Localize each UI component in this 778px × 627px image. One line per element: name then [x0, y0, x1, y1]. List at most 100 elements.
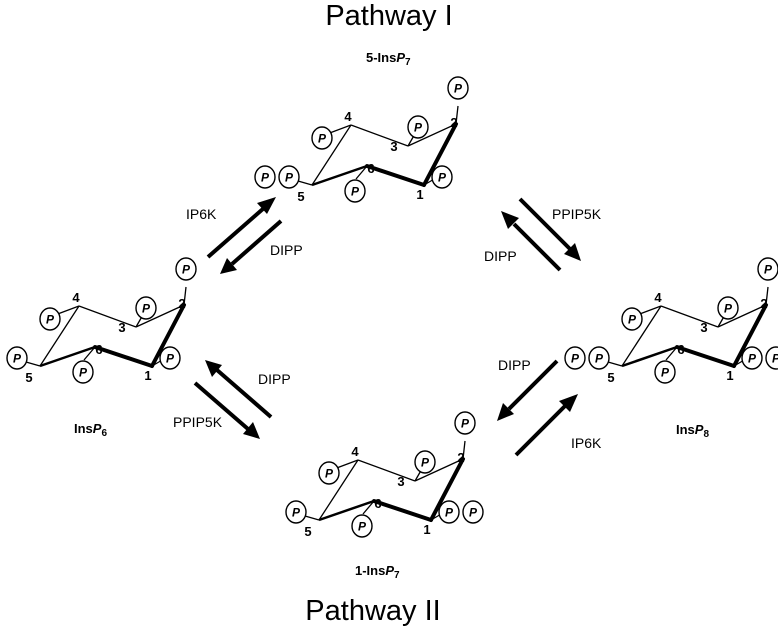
ring-bond-1-2 [422, 122, 458, 187]
phosphate-2: P [757, 257, 778, 281]
phosphate-1: P [431, 165, 453, 189]
molecule-insp8: 123456PPPPPPPP [564, 257, 778, 385]
ring-position-6: 6 [374, 496, 381, 511]
phosphate-6: P [351, 514, 373, 538]
ring-bond-3-2 [407, 123, 457, 147]
ring-position-6: 6 [367, 161, 374, 176]
ring-position-5: 5 [607, 370, 614, 385]
label-insp8: InsP8 [676, 422, 709, 440]
phosphate-3: P [414, 450, 436, 474]
ring-position-3: 3 [397, 474, 404, 489]
phosphate-bond-5 [304, 515, 320, 521]
ring-position-4: 4 [72, 290, 80, 305]
ring-bond-4-3 [350, 124, 409, 147]
ring-bond-6-1 [372, 499, 433, 522]
phosphate-bond-2 [455, 105, 459, 125]
ring-bond-5-6 [621, 345, 678, 368]
ring-bond-5-4 [621, 305, 662, 367]
svg-text:P: P [661, 366, 670, 380]
ring-position-6: 6 [95, 342, 102, 357]
svg-text:P: P [325, 467, 334, 481]
ring-bond-5-4 [318, 459, 359, 521]
phosphate-bond-6 [665, 346, 678, 361]
ring-bond-4-3 [660, 305, 719, 328]
arrow-insp6-to-5-insp7 [206, 197, 276, 259]
ring-bond-5-4 [311, 124, 352, 186]
ring-position-1: 1 [144, 368, 151, 383]
diphosphate-5: P [564, 346, 586, 370]
svg-text:P: P [469, 506, 478, 520]
ring-position-3: 3 [700, 320, 707, 335]
phosphate-5: P [6, 346, 28, 370]
ring-bond-1-2 [150, 303, 186, 368]
ring-position-4: 4 [351, 444, 359, 459]
phosphate-5: P [278, 165, 300, 189]
svg-text:P: P [318, 132, 327, 146]
ring-bond-6-1 [675, 345, 736, 368]
ring-position-2: 2 [178, 296, 185, 311]
ring-position-4: 4 [654, 290, 662, 305]
diphosphate-1: P [765, 346, 778, 370]
pathway-ii-title: Pathway II [305, 595, 440, 627]
ring-position-5: 5 [25, 370, 32, 385]
label-5-insp7: 5-InsP7 [366, 50, 411, 68]
svg-text:P: P [351, 185, 360, 199]
ring-position-4: 4 [344, 109, 352, 124]
diphosphate-5: P [254, 165, 276, 189]
enzyme-ip6k-lower-right: IP6K [571, 435, 602, 451]
ring-bond-5-6 [318, 499, 375, 522]
phosphate-6: P [72, 360, 94, 384]
svg-text:P: P [414, 121, 423, 135]
svg-text:P: P [454, 82, 463, 96]
phosphate-6: P [654, 360, 676, 384]
svg-text:P: P [13, 352, 22, 366]
phosphate-bond-2 [462, 440, 466, 460]
ring-position-1: 1 [423, 522, 430, 537]
phosphate-bond-5 [297, 180, 313, 186]
svg-text:P: P [595, 352, 604, 366]
phosphate-6: P [344, 179, 366, 203]
svg-text:P: P [285, 171, 294, 185]
enzyme-dipp-upper-right: DIPP [484, 248, 517, 264]
svg-text:P: P [461, 417, 470, 431]
svg-text:P: P [764, 263, 773, 277]
phosphate-2: P [454, 411, 476, 435]
label-1-insp7: 1-InsP7 [355, 563, 400, 581]
ring-bond-6-1 [93, 345, 154, 368]
phosphate-bond-6 [83, 346, 96, 361]
phosphate-5: P [285, 500, 307, 524]
arrow-insp8-to-5-insp7 [501, 211, 562, 272]
arrow-insp8-to-1-insp7 [497, 359, 559, 421]
enzyme-ppip5k-lower-left: PPIP5K [173, 414, 223, 430]
enzyme-dipp-upper-left: DIPP [270, 242, 303, 258]
svg-text:P: P [748, 352, 757, 366]
svg-text:P: P [438, 171, 447, 185]
ring-position-6: 6 [677, 342, 684, 357]
enzyme-dipp-lower-left: DIPP [258, 371, 291, 387]
phosphate-5: P [588, 346, 610, 370]
svg-text:P: P [628, 313, 637, 327]
arrow-5-insp7-to-insp8 [518, 197, 581, 261]
phosphate-2: P [447, 76, 469, 100]
arrow-5-insp7-to-insp6 [220, 219, 283, 274]
phosphate-4: P [621, 307, 643, 331]
ring-bond-3-2 [717, 304, 767, 328]
ring-bond-4-3 [357, 459, 416, 482]
phosphate-1: P [438, 500, 460, 524]
pathway-i-title: Pathway I [325, 0, 452, 32]
ring-bond-3-2 [414, 458, 464, 482]
ring-position-2: 2 [457, 450, 464, 465]
label-insp6: InsP6 [74, 421, 107, 439]
ring-bond-1-2 [732, 303, 768, 368]
phosphate-4: P [318, 461, 340, 485]
arrow-1-insp7-to-insp8 [514, 394, 578, 457]
ring-position-5: 5 [304, 524, 311, 539]
svg-text:P: P [421, 456, 430, 470]
phosphate-4: P [311, 126, 333, 150]
phosphate-bond-2 [183, 286, 187, 306]
phosphate-1: P [159, 346, 181, 370]
